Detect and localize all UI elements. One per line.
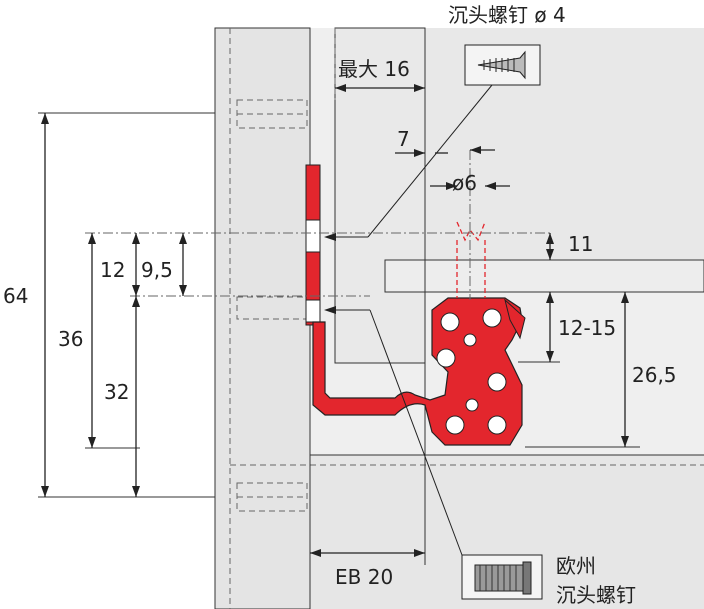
dim-9-5-label: 9,5: [141, 258, 173, 282]
euro-screw-label-line1: 欧州: [556, 554, 596, 578]
leader-lines: [332, 84, 493, 556]
dim-eb20: [310, 549, 425, 557]
dim-12-15: [518, 292, 560, 363]
dim-11-label: 11: [568, 232, 593, 256]
countersunk-screw-label: 沉头螺钉 ø 4: [448, 3, 566, 27]
countersunk-screw-icon: [464, 44, 541, 86]
eb20-label: EB 20: [335, 565, 393, 589]
dim-32-label: 32: [104, 380, 129, 404]
max-16-label: 最大 16: [338, 57, 410, 81]
dim-64-label: 64: [3, 284, 28, 308]
dim-d6-label: ø6: [452, 171, 477, 195]
euro-screw-label-line2: 沉头螺钉: [556, 583, 636, 607]
slide-rail-profile: [305, 164, 526, 446]
dim-d6: [430, 146, 510, 190]
drawer-bottom-plate: [384, 259, 704, 293]
dim-7-label: 7: [397, 127, 410, 151]
dim-12-label: 12: [100, 258, 125, 282]
dim-max16: [335, 84, 425, 92]
dim-12-15-label: 12-15: [558, 316, 616, 340]
dim-7: [395, 149, 448, 157]
drawer-inner-panel: [334, 27, 426, 364]
dim-36-label: 36: [58, 327, 83, 351]
dim-left: [38, 112, 215, 498]
dim-11: [546, 233, 554, 260]
euro-screw-icon: [461, 554, 543, 600]
dowel-hole: [456, 221, 486, 298]
dim-26-5-label: 26,5: [632, 363, 677, 387]
dim-26-5: [525, 292, 640, 448]
